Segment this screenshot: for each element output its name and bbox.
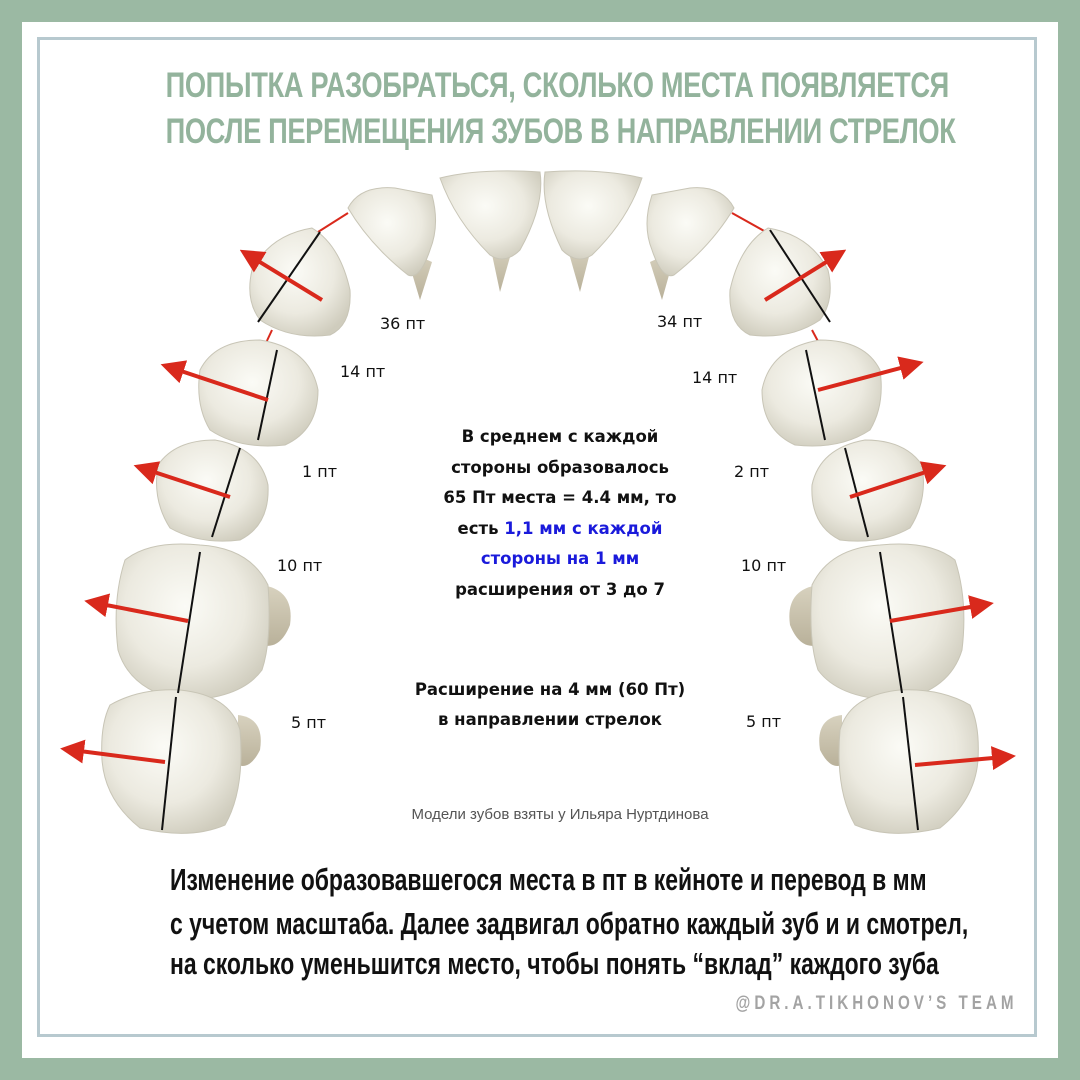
arrow-right-premolar-2 <box>849 461 947 499</box>
average-space-note: В среднем с каждой стороны образовалось … <box>395 422 725 605</box>
right-first-molar <box>810 543 965 701</box>
right-first-premolar <box>761 339 882 447</box>
bottom-text-line-3: на сколько уменьшится место, чтобы понят… <box>170 946 939 981</box>
note-line-2: стороны образовалось <box>451 457 669 477</box>
bottom-text-line-1: Изменение образовавшегося места в пт в к… <box>170 862 927 897</box>
right-central-incisor <box>543 170 643 260</box>
inner-border-frame <box>37 37 1037 1037</box>
label-left-first-molar: 10 пт <box>277 556 323 575</box>
tooth-division-lines <box>161 229 919 831</box>
arrow-left-premolar-1 <box>160 360 269 402</box>
label-right-second-molar: 5 пт <box>746 712 782 731</box>
note-line-6: расширения от 3 до 7 <box>455 579 665 599</box>
incisor-roots <box>405 245 676 300</box>
left-central-incisor <box>439 170 542 260</box>
arrow-left-premolar-2 <box>133 461 231 499</box>
left-first-premolar <box>198 339 319 447</box>
note-line-4-prefix: есть <box>457 518 505 538</box>
note-highlight-1: 1,1 мм с каждой <box>504 518 663 538</box>
label-right-first-premolar: 14 пт <box>692 368 738 387</box>
note-line-4: есть 1,1 мм с каждой <box>395 514 725 545</box>
note-line-1: В среднем с каждой <box>461 427 659 446</box>
arrow-left-canine <box>239 249 324 302</box>
right-second-molar <box>838 689 979 834</box>
title-line-2: ПОСЛЕ ПЕРЕМЕЩЕНИЯ ЗУБОВ В НАПРАВЛЕНИИ СТ… <box>165 112 956 151</box>
arrow-left-molar-1 <box>84 593 189 623</box>
right-lateral-incisor <box>646 187 735 277</box>
left-canine <box>249 227 351 337</box>
label-left-second-premolar: 1 пт <box>302 462 338 481</box>
arrow-right-molar-1 <box>889 595 994 623</box>
arrow-right-canine <box>763 249 847 302</box>
arrow-right-molar-2 <box>914 746 1016 771</box>
left-first-molar <box>115 543 270 701</box>
label-right-canine: 34 пт <box>657 312 703 331</box>
expansion-line-2: в направлении стрелок <box>437 710 662 729</box>
label-left-first-premolar: 14 пт <box>340 362 386 381</box>
incisors <box>347 170 735 277</box>
left-second-molar <box>101 689 242 834</box>
expansion-line-1: Расширение на 4 мм (60 Пт) <box>414 680 686 699</box>
expansion-note: Расширение на 4 мм (60 Пт) в направлении… <box>380 675 720 735</box>
label-left-second-molar: 5 пт <box>291 713 327 732</box>
note-line-3: 65 Пт места = 4.4 мм, то <box>443 488 677 507</box>
watermark: @DR.A.TIKHONOV’S TEAM <box>735 993 1018 1014</box>
arrow-right-premolar-1 <box>817 356 924 392</box>
expansion-arrows <box>60 249 1016 771</box>
bottom-text-line-2: с учетом масштаба. Далее задвигал обратн… <box>170 906 969 941</box>
arrow-left-molar-2 <box>60 739 166 764</box>
models-credit: Модели зубов взяты у Ильяра Нуртдинова <box>411 806 709 823</box>
title-line-1: ПОПЫТКА РАЗОБРАТЬСЯ, СКОЛЬКО МЕСТА ПОЯВЛ… <box>165 66 950 105</box>
label-right-second-premolar: 2 пт <box>734 462 770 481</box>
label-right-first-molar: 10 пт <box>741 556 787 575</box>
note-highlight-2: стороны на 1 мм <box>480 549 640 568</box>
left-lateral-incisor <box>347 187 436 277</box>
label-left-canine: 36 пт <box>380 314 426 333</box>
